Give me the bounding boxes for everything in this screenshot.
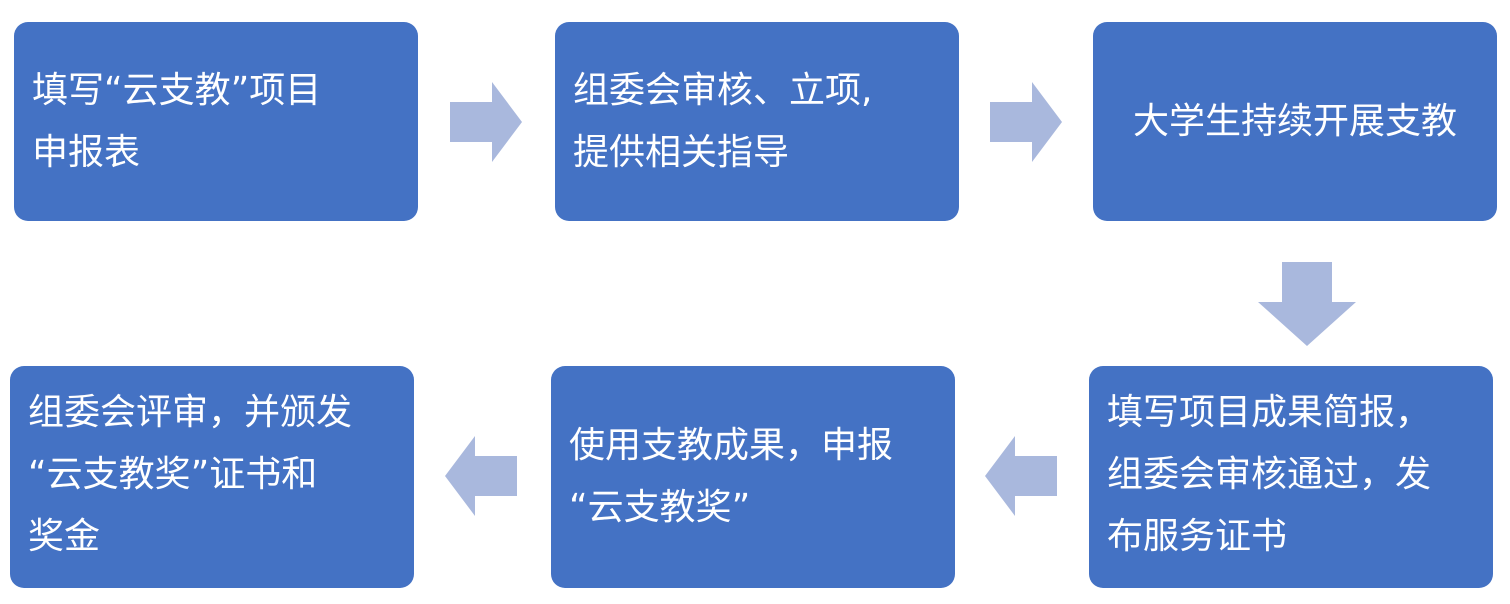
- step-5-text-line-1: 使用支教成果，申报: [569, 425, 894, 466]
- step-4-text-line-1: 填写项目成果简报，: [1107, 392, 1432, 433]
- step-1-box: 填写“云支教”项目 申报表: [14, 22, 418, 221]
- down-arrow-icon: [1258, 262, 1356, 346]
- step-4-text-line-3: 布服务证书: [1107, 516, 1288, 557]
- step-4-text-line-2: 组委会审核通过，发: [1107, 454, 1432, 495]
- step-5-box: 使用支教成果，申报 “云支教奖”: [551, 366, 955, 588]
- step-6-box: 组委会评审，并颁发 “云支教奖”证书和 奖金: [10, 366, 414, 588]
- right-arrow-icon: [450, 82, 522, 162]
- step-3-box: 大学生持续开展支教: [1093, 22, 1497, 221]
- step-2-box: 组委会审核、立项, 提供相关指导: [555, 22, 959, 221]
- step-2-text-line-1: 组委会审核、立项,: [573, 70, 873, 111]
- left-arrow-icon: [985, 436, 1057, 516]
- step-2-text-line-2: 提供相关指导: [573, 132, 790, 173]
- step-5-text-line-2: “云支教奖”: [569, 487, 751, 528]
- right-arrow-icon: [990, 82, 1062, 162]
- step-6-text-line-1: 组委会评审，并颁发: [28, 392, 353, 433]
- step-1-text-line-2: 申报表: [32, 132, 141, 173]
- step-6-text-line-3: 奖金: [28, 516, 101, 557]
- step-3-text-line-1: 大学生持续开展支教: [1132, 100, 1457, 142]
- left-arrow-icon: [445, 436, 517, 516]
- step-1-text-line-1: 填写“云支教”项目: [32, 70, 322, 111]
- step-6-text-line-2: “云支教奖”证书和: [28, 454, 318, 495]
- step-4-box: 填写项目成果简报， 组委会审核通过，发 布服务证书: [1089, 366, 1493, 588]
